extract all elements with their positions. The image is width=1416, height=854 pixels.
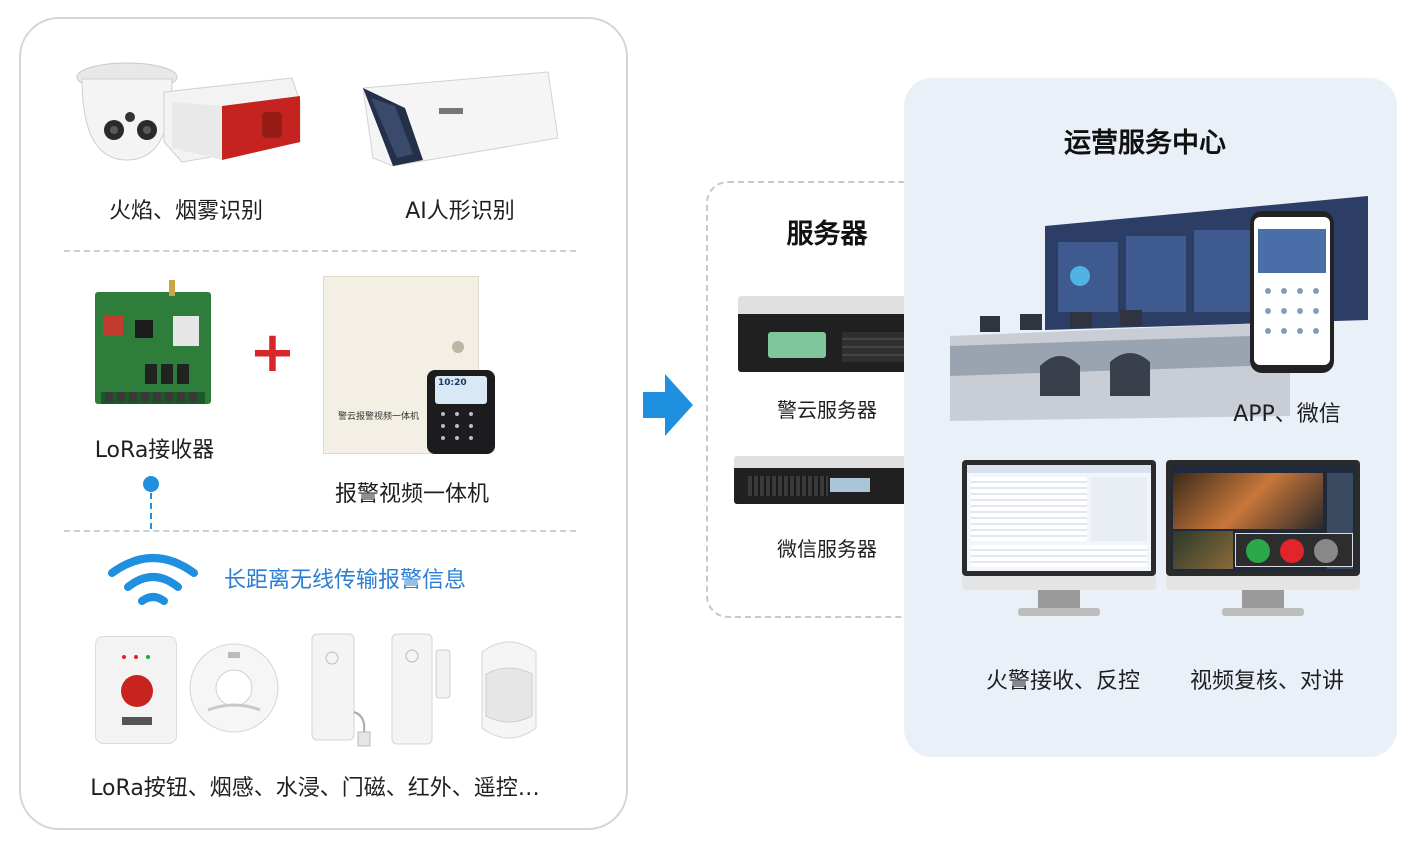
connector-line (150, 493, 152, 529)
wireless-transmission-label: 长距离无线传输报警信息 (224, 568, 467, 593)
fire-alarm-receive-label: 火警接收、反控 (985, 669, 1140, 694)
sensors-label: LoRa按钮、烟感、水浸、门磁、红外、遥控… (90, 776, 540, 801)
control-room-image (950, 196, 1370, 421)
jingyun-server-label: 警云服务器 (777, 398, 877, 422)
wechat-server-image (734, 456, 920, 504)
jingyun-server-image (738, 296, 918, 372)
smartphone-app-image (1250, 211, 1334, 373)
alarm-video-unit-label: 报警视频一体机 (334, 482, 489, 507)
app-wechat-label: APP、微信 (1233, 402, 1341, 427)
video-review-intercom-label: 视频复核、对讲 (1189, 669, 1344, 694)
lora-receiver-board-image (95, 280, 213, 406)
server-title: 服务器 (786, 219, 868, 250)
operation-center-title: 运营服务中心 (1064, 128, 1226, 159)
dome-camera-image (72, 55, 182, 165)
connector-dot (143, 476, 159, 492)
answer-call-icon[interactable] (1246, 539, 1270, 563)
smoke-detector-image (188, 642, 280, 734)
video-review-monitor-image (1166, 460, 1360, 620)
wifi-icon (108, 553, 198, 609)
thermal-bullet-camera-image (162, 72, 302, 168)
fire-smoke-detection-label: 火焰、烟雾识别 (108, 199, 263, 224)
wechat-server-label: 微信服务器 (777, 537, 877, 561)
keyhole-icon (452, 341, 464, 353)
water-leak-sensor-image (310, 632, 372, 748)
hangup-call-icon[interactable] (1280, 539, 1304, 563)
emergency-button-sensor-image (95, 636, 177, 744)
door-magnet-sensor-image (390, 632, 454, 748)
ai-bullet-camera-image (353, 68, 559, 168)
keypad-time: 10:20 (438, 378, 467, 388)
divider-2 (64, 530, 576, 532)
pause-icon[interactable] (1314, 539, 1338, 563)
alarm-unit-panel-text: 警云报警视频一体机 (338, 412, 420, 422)
flow-arrow-icon (643, 374, 693, 436)
plus-icon: + (249, 320, 296, 385)
lora-receiver-label: LoRa接收器 (94, 438, 215, 463)
alarm-keypad-image: 10:20 (427, 370, 495, 454)
server-screen-icon (768, 332, 826, 358)
fire-alarm-monitor-image (962, 460, 1156, 620)
divider-1 (64, 250, 576, 252)
ai-human-detection-label: AI人形识别 (405, 199, 515, 224)
infrared-motion-sensor-image (476, 632, 542, 748)
